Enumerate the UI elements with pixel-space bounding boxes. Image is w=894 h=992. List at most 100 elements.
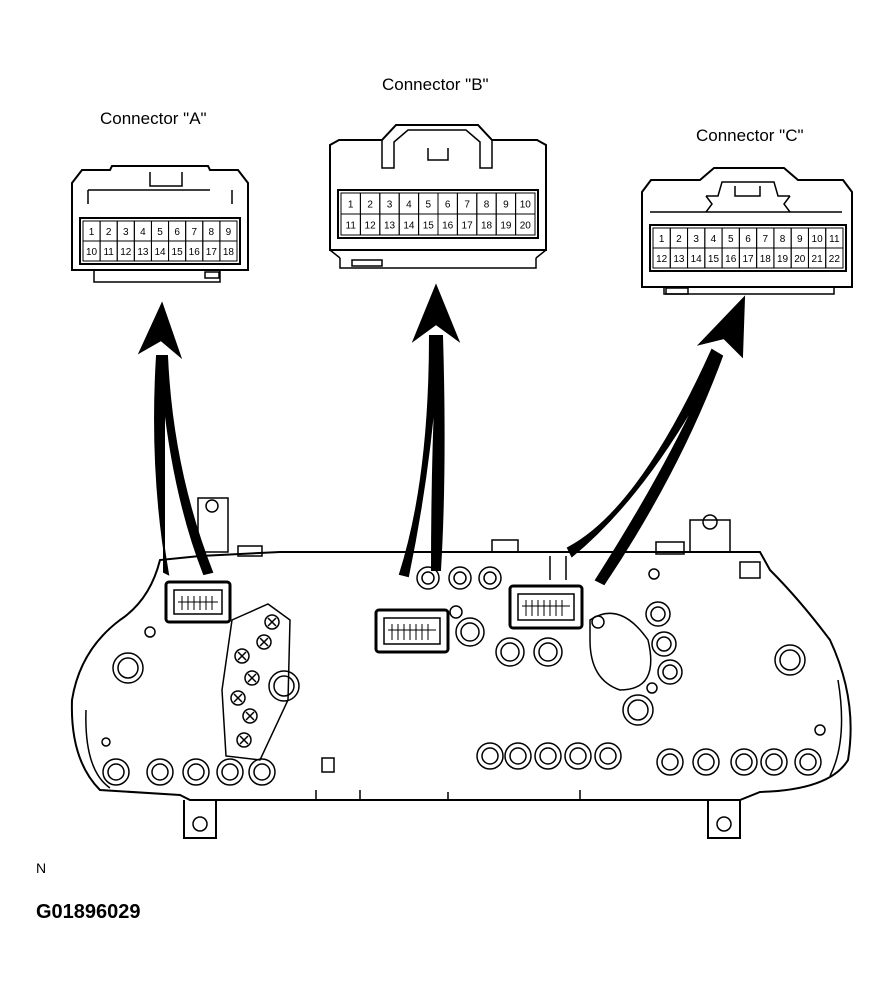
bulb-socket-ring — [460, 622, 480, 642]
pin-number: 18 — [760, 254, 772, 265]
pin-number: 3 — [123, 227, 129, 238]
arrow-to-connector-b — [398, 283, 461, 578]
pin-number: 15 — [708, 254, 720, 265]
pin-number: 11 — [346, 221, 357, 232]
bulb-socket-ring — [533, 637, 563, 667]
bulb-socket-ring — [774, 644, 806, 676]
pin-number: 10 — [812, 234, 824, 245]
bulb-socket-ring — [794, 748, 822, 776]
pin-number: 12 — [365, 221, 377, 232]
pin-number: 9 — [503, 200, 509, 211]
bulb-socket-ring — [117, 657, 139, 679]
bulb-sockets — [102, 566, 822, 786]
bulb-socket-ring — [182, 758, 210, 786]
pin-number: 8 — [780, 234, 786, 245]
connector-c-label: Connector "C" — [696, 126, 804, 145]
bulb-socket-ring — [146, 758, 174, 786]
bulb-socket-ring — [735, 753, 753, 771]
bulb-socket-ring — [662, 664, 678, 680]
pin-number: 11 — [103, 247, 114, 258]
bulb-socket-ring — [216, 758, 244, 786]
pin-number: 3 — [387, 200, 393, 211]
bulb-socket-ring — [107, 763, 125, 781]
pin-number: 2 — [367, 200, 373, 211]
bulb-socket-ring — [594, 742, 622, 770]
pin-number: 19 — [777, 254, 789, 265]
pin-number: 16 — [189, 247, 201, 258]
pin-number: 14 — [691, 254, 703, 265]
pin-number: 21 — [812, 254, 824, 265]
bulb-socket-ring — [697, 753, 715, 771]
bulb-socket-ring — [730, 748, 758, 776]
bulb-socket-ring — [569, 747, 587, 765]
pin-number: 14 — [154, 247, 166, 258]
pin-number: 17 — [462, 221, 474, 232]
small-holes — [101, 568, 826, 747]
pin-number: 4 — [406, 200, 412, 211]
bulb-socket-ring — [645, 601, 671, 627]
bulb-socket-ring — [421, 571, 435, 585]
bulb-socket-ring — [481, 747, 499, 765]
connector-a — [71, 165, 249, 283]
bulb-socket-ring — [564, 742, 592, 770]
pin-number: 2 — [106, 227, 112, 238]
bulb-socket-ring — [765, 753, 783, 771]
bulb-socket-ring — [656, 748, 684, 776]
pin-number: 2 — [676, 234, 682, 245]
pin-number: 17 — [206, 247, 218, 258]
pin-number: 20 — [520, 221, 532, 232]
bulb-socket-ring — [151, 763, 169, 781]
bulb-socket-ring — [656, 636, 672, 652]
bulb-socket-ring — [509, 747, 527, 765]
pin-number: 9 — [226, 227, 232, 238]
pin-number: 16 — [442, 221, 454, 232]
bulb-socket-ring — [187, 763, 205, 781]
pin-cell — [219, 240, 238, 262]
pin-number: 6 — [174, 227, 180, 238]
bulb-socket-ring — [651, 631, 677, 657]
bulb-socket-ring — [268, 670, 300, 702]
pin-number: 18 — [481, 221, 493, 232]
bulb-socket-ring — [799, 753, 817, 771]
pin-number: 15 — [172, 247, 184, 258]
bulb-socket-ring — [416, 566, 440, 590]
pin-cell — [515, 213, 536, 236]
bulb-socket-ring — [627, 699, 649, 721]
pin-number: 6 — [745, 234, 751, 245]
pin-number: 8 — [484, 200, 490, 211]
bulb-socket-ring — [760, 748, 788, 776]
bulb-socket-ring — [538, 642, 558, 662]
bulb-socket-ring — [112, 652, 144, 684]
pin-number: 5 — [728, 234, 734, 245]
bulb-socket-ring — [650, 606, 666, 622]
bulb-socket-ring — [495, 637, 525, 667]
pin-number: 1 — [89, 227, 95, 238]
bulb-socket-ring — [102, 758, 130, 786]
figure-id: G01896029 — [36, 901, 141, 923]
meter-receptacle-a — [164, 580, 232, 624]
bulb-socket-ring — [539, 747, 557, 765]
pin-number: 8 — [209, 227, 215, 238]
bulb-socket-ring — [248, 758, 276, 786]
pin-number: 18 — [223, 247, 235, 258]
bulb-socket-ring — [504, 742, 532, 770]
pin-number: 11 — [829, 234, 840, 245]
pin-number: 1 — [348, 200, 354, 211]
pin-number: 4 — [140, 227, 146, 238]
pin-number: 7 — [464, 200, 470, 211]
connector-c — [641, 167, 853, 295]
pin-number: 10 — [520, 200, 532, 211]
connector-b — [329, 124, 547, 269]
arrow-to-connector-a — [137, 301, 214, 576]
bulb-socket-ring — [622, 694, 654, 726]
bulb-socket-ring — [221, 763, 239, 781]
pin-number: 3 — [693, 234, 699, 245]
bulb-socket-ring — [253, 763, 271, 781]
pin-number: 12 — [656, 254, 668, 265]
arrow-to-connector-c — [566, 295, 746, 586]
pin-number: 13 — [137, 247, 149, 258]
bulb-socket-ring — [534, 742, 562, 770]
bulb-socket-ring — [661, 753, 679, 771]
pin-number: 20 — [794, 254, 806, 265]
